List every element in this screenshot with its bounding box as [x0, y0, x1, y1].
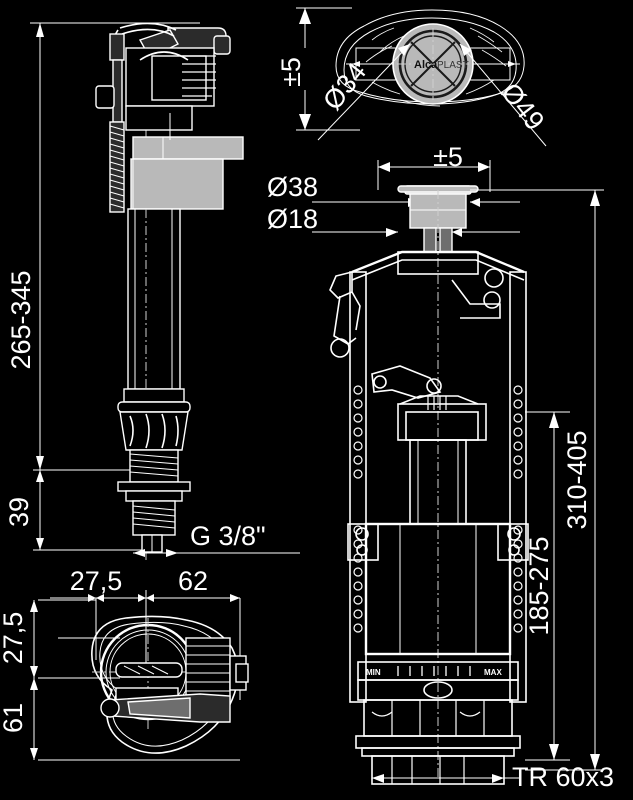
flush-valve-front-view: MIN MAX [312, 160, 604, 785]
dim-inlet-thread-spec: G 3/8" [190, 521, 266, 551]
dim-top-offset-y: 27,5 [0, 612, 28, 665]
rail-holes-right [513, 385, 523, 633]
inlet-valve-front-view [30, 22, 300, 560]
dim-top-width: 62 [178, 566, 208, 596]
dim-top-height: 61 [0, 703, 28, 733]
inlet-valve-top-view [30, 590, 249, 761]
dim-flush-inner-height: 185-275 [524, 536, 554, 635]
dim-inlet-thread-height: 39 [4, 497, 34, 527]
brand-logo-secondary: PLAST [437, 60, 469, 71]
dim-button-tolerance-side: ±5 [433, 142, 463, 172]
dim-button-outer-dia: Ø49 [495, 77, 550, 136]
dim-button-tolerance-top: ±5 [276, 57, 306, 87]
dim-flush-thread-spec: TR 60x3 [512, 762, 614, 792]
label-max: MAX [484, 668, 502, 677]
flush-button-top-view: Alca PLAST [296, 7, 547, 147]
dim-top-offset-x: 27,5 [70, 566, 123, 596]
ribbed-rod [109, 121, 125, 213]
dim-inlet-total-height: 265-345 [6, 270, 36, 369]
dim-flush-total-height: 310-405 [562, 430, 592, 529]
dim-button-inner-dia: Ø34 [317, 57, 372, 116]
coupling-nut [119, 411, 189, 451]
rail-holes-left [353, 385, 363, 633]
dim-overflow-inner-dia: Ø18 [267, 204, 318, 234]
label-min: MIN [366, 668, 381, 677]
brand-logo-primary: Alca [414, 59, 438, 71]
dim-overflow-outer-dia: Ø38 [267, 172, 318, 202]
